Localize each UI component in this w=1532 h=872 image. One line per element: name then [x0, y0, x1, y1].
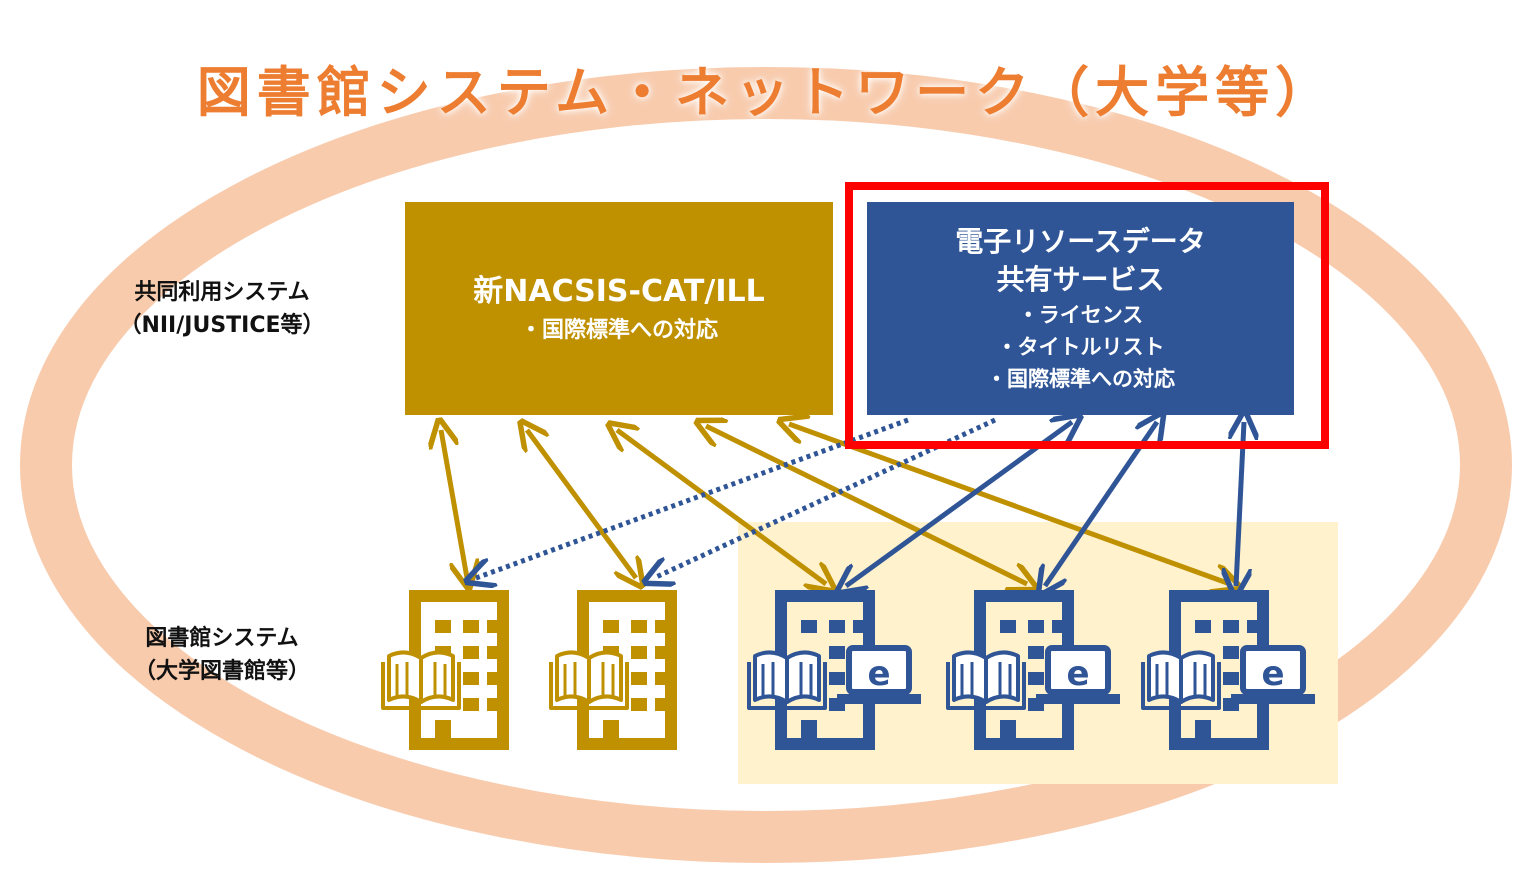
dotted-arrow-lib2: [654, 417, 997, 578]
eresource-arrows: [846, 422, 1244, 586]
row-label-library-system-line2: （大学図書館等）: [133, 659, 310, 684]
row-label-shared-system: 共同利用システム （NII/JUSTICE等）: [86, 276, 358, 342]
e-badge-3: e: [1261, 654, 1284, 694]
nacsis-item: ・国際標準への対応: [519, 317, 718, 343]
eresource-service-box: 電子リソースデータ 共有サービス ・ライセンス ・タイトルリスト ・国際標準への…: [867, 202, 1294, 415]
eresource-item-title-list: ・タイトルリスト: [996, 334, 1165, 359]
arrow-nacsis-lib1: [441, 430, 467, 578]
highlight-frame: [845, 182, 1329, 449]
row-label-library-system: 図書館システム （大学図書館等）: [86, 622, 358, 688]
row-label-shared-system-line2: （NII/JUSTICE等）: [119, 313, 325, 338]
e-badge-2: e: [1066, 654, 1089, 694]
nacsis-heading: 新NACSIS-CAT/ILL: [473, 273, 765, 309]
library-building-2: [551, 596, 671, 744]
network-ring: [20, 67, 1512, 863]
nacsis-cat-ill-box: 新NACSIS-CAT/ILL ・国際標準への対応: [405, 202, 833, 415]
e-badge-1: e: [867, 654, 890, 694]
library-building-1: [383, 596, 503, 744]
diagram-title: 図書館システム・ネットワーク（大学等）: [196, 61, 1336, 124]
row-label-shared-system-line1: 共同利用システム: [134, 280, 310, 305]
eresource-item-standards: ・国際標準への対応: [986, 366, 1175, 391]
arrow-nacsis-lib3: [617, 430, 826, 584]
arrow-eresource-lib5: [1236, 422, 1244, 586]
eresource-heading-line2: 共有サービス: [996, 262, 1165, 296]
arrow-eresource-lib3: [846, 422, 1072, 586]
arrow-nacsis-lib2: [527, 430, 636, 578]
eresource-dotted-arrows: [476, 417, 997, 578]
row-label-library-system-line1: 図書館システム: [145, 626, 299, 651]
arrow-eresource-lib4: [1045, 422, 1157, 586]
eresource-item-license: ・ライセンス: [1017, 302, 1144, 327]
eresource-heading-line1: 電子リソースデータ: [955, 224, 1206, 258]
